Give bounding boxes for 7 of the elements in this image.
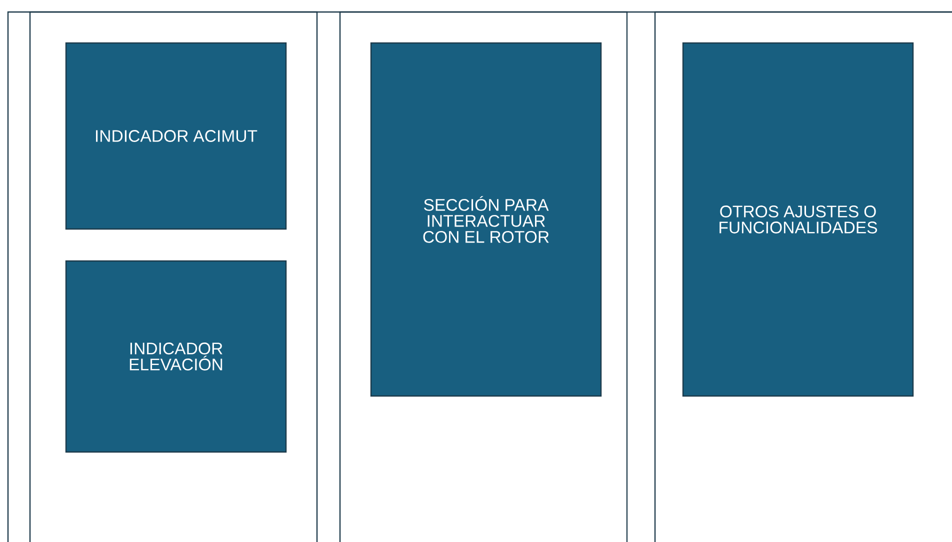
indicator-box: INDICADOR ACIMUT bbox=[65, 42, 287, 230]
panel bbox=[29, 11, 318, 542]
indicator-box: INDICADOR ELEVACIÓN bbox=[65, 260, 287, 453]
panel bbox=[654, 11, 952, 542]
panel bbox=[339, 11, 628, 542]
indicator-box: SECCIÓN PARA INTERACTUAR CON EL ROTOR bbox=[370, 42, 602, 397]
indicator-box: OTROS AJUSTES O FUNCIONALIDADES bbox=[682, 42, 914, 397]
